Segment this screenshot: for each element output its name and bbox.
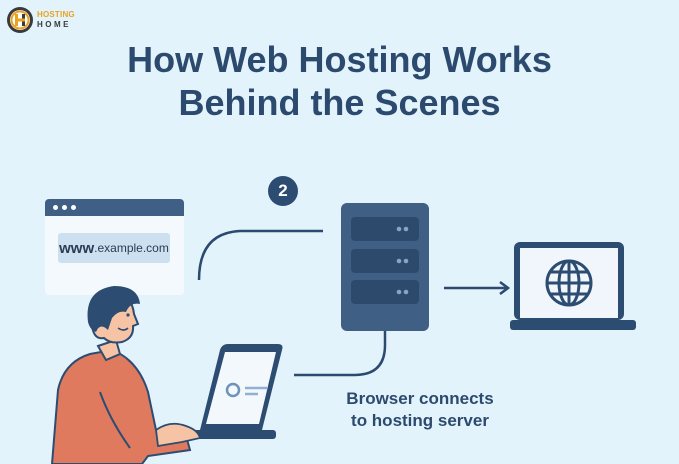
step-caption: Browser connects to hosting server [310,388,530,432]
person-hand [155,422,202,448]
arrow-head-icon [499,281,511,295]
laptop-screen [206,352,276,424]
url-prefix: www [59,239,95,257]
page-title: How Web Hosting Works Behind the Scenes [0,38,679,124]
user-at-laptop-illustration [50,286,283,464]
server-icon [341,203,429,331]
window-dot-icon [62,205,67,210]
step-number-badge: 2 [268,176,298,206]
brand-logo[interactable]: HOSTING HOME [6,4,86,36]
window-dot-icon [71,205,76,210]
server-rack-2 [351,249,419,273]
person-shirt [50,348,192,464]
visitor-laptop-icon [510,242,636,330]
server-rack-1 [351,217,419,241]
logo-text-top: HOSTING [37,10,75,19]
person-hair [87,286,140,332]
server-rack-3 [351,280,419,304]
logo-text-bottom: HOME [37,20,71,29]
title-line-1: How Web Hosting Works [127,39,552,80]
window-dot-icon [53,205,58,210]
browser-title-bar [45,199,184,216]
globe-icon [545,259,593,307]
address-bar[interactable]: www.example.com [58,233,170,263]
title-line-2: Behind the Scenes [178,82,501,123]
url-domain: .example.com [94,241,169,255]
caption-line-2: to hosting server [351,411,489,430]
caption-line-1: Browser connects [346,389,494,408]
browser-window: www.example.com [45,199,184,295]
h-gear-icon [7,7,33,33]
connector-server-to-laptop [294,330,387,377]
connector-browser-to-server [197,229,323,281]
